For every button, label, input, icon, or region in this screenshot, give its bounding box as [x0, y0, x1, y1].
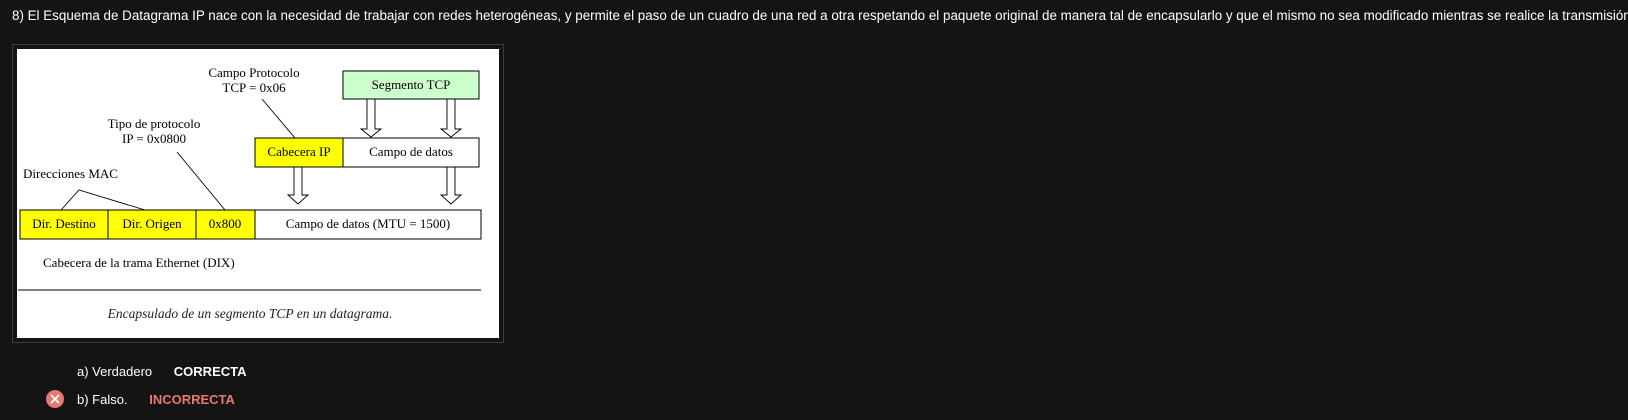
question-text: 8) El Esquema de Datagrama IP nace con l…: [12, 8, 1628, 23]
option-a-status: CORRECTA: [173, 364, 247, 379]
direcciones-mac-label: Direcciones MAC: [23, 166, 118, 181]
campo-datos-mtu-box: [254, 209, 482, 240]
campo-protocolo-label: Campo Protocolo: [208, 65, 299, 80]
direcciones-mac-pointer: [60, 189, 146, 211]
option-b-status: INCORRECTA: [149, 392, 235, 407]
option-a[interactable]: a) Verdadero CORRECTA: [77, 364, 247, 379]
segmento-tcp-box: [342, 70, 480, 100]
option-b-label: b) Falso.: [77, 392, 128, 407]
campo-datos-box: [342, 137, 480, 168]
campo-protocolo-pointer: [261, 98, 296, 139]
tipo-protocolo-value: IP = 0x0800: [122, 131, 186, 146]
campo-datos-mtu-label: Campo de datos (MTU = 1500): [286, 216, 450, 231]
arrow-segment-to-data-left: [359, 98, 383, 138]
option-a-label: a) Verdadero: [77, 364, 153, 379]
diagram-svg: Segmento TCP Campo Protocolo TCP = 0x06 …: [18, 65, 482, 321]
cabecera-trama-label: Cabecera de la trama Ethernet (DIX): [43, 255, 235, 270]
arrow-ip-to-frame-right: [439, 166, 463, 205]
option-b[interactable]: b) Falso. INCORRECTA: [77, 392, 235, 407]
dir-origen-box: [107, 209, 197, 240]
arrow-segment-to-data-right: [439, 98, 463, 138]
tipo-protocolo-label: Tipo de protocolo: [108, 116, 201, 131]
campo-protocolo-value: TCP = 0x06: [222, 80, 286, 95]
diagram-frame: Segmento TCP Campo Protocolo TCP = 0x06 …: [12, 44, 504, 343]
close-circle-icon: [46, 390, 64, 408]
cabecera-ip-box: [254, 137, 344, 168]
dir-destino-label: Dir. Destino: [32, 216, 96, 231]
segmento-tcp-label: Segmento TCP: [372, 77, 451, 92]
ethertype-label: 0x800: [209, 216, 242, 231]
campo-datos-label: Campo de datos: [369, 144, 453, 159]
arrow-ip-to-frame-left: [286, 166, 310, 205]
dir-origen-label: Dir. Origen: [122, 216, 182, 231]
figure-caption: Encapsulado de un segmento TCP en un dat…: [107, 306, 393, 321]
tipo-protocolo-pointer: [176, 151, 226, 211]
encapsulation-diagram: Segmento TCP Campo Protocolo TCP = 0x06 …: [17, 49, 499, 338]
cabecera-ip-label: Cabecera IP: [267, 144, 330, 159]
ethertype-box: [195, 209, 256, 240]
